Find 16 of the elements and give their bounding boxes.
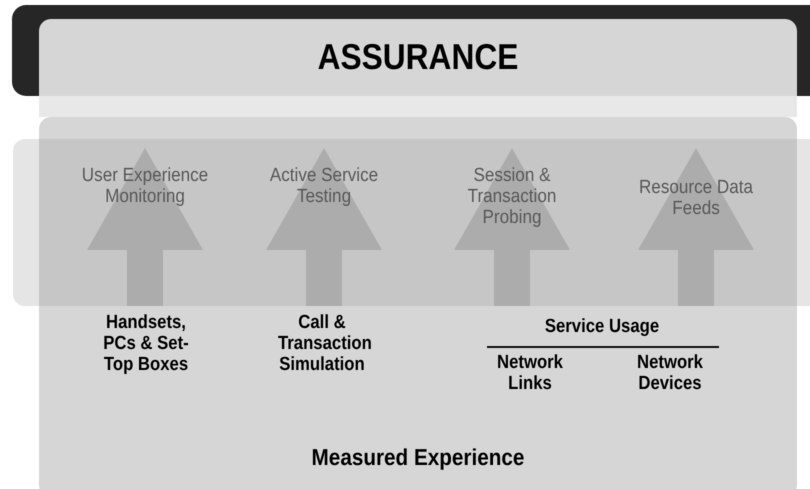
header-panel [39, 19, 797, 96]
header-title: ASSURANCE [316, 37, 520, 77]
source-label: Handsets, PCs & Set-Top Boxes [102, 313, 190, 376]
base-panel [39, 117, 797, 489]
up-arrow [452, 148, 572, 306]
source-label: Call & Transaction Simulation [277, 313, 373, 376]
arrow-label: Session & Transaction Probing [466, 166, 558, 229]
up-arrow [264, 148, 384, 306]
source-label: Service Usage [544, 317, 660, 338]
arrow-label: User Experience Monitoring [80, 166, 210, 208]
arrow-label: Resource Data Feeds [638, 178, 754, 220]
source-label: Network Links [496, 353, 564, 395]
source-label: Network Devices [636, 353, 704, 395]
panel-title: Measured Experience [310, 445, 526, 470]
up-arrow [636, 148, 756, 306]
arrow-label: Active Service Testing [268, 166, 380, 208]
